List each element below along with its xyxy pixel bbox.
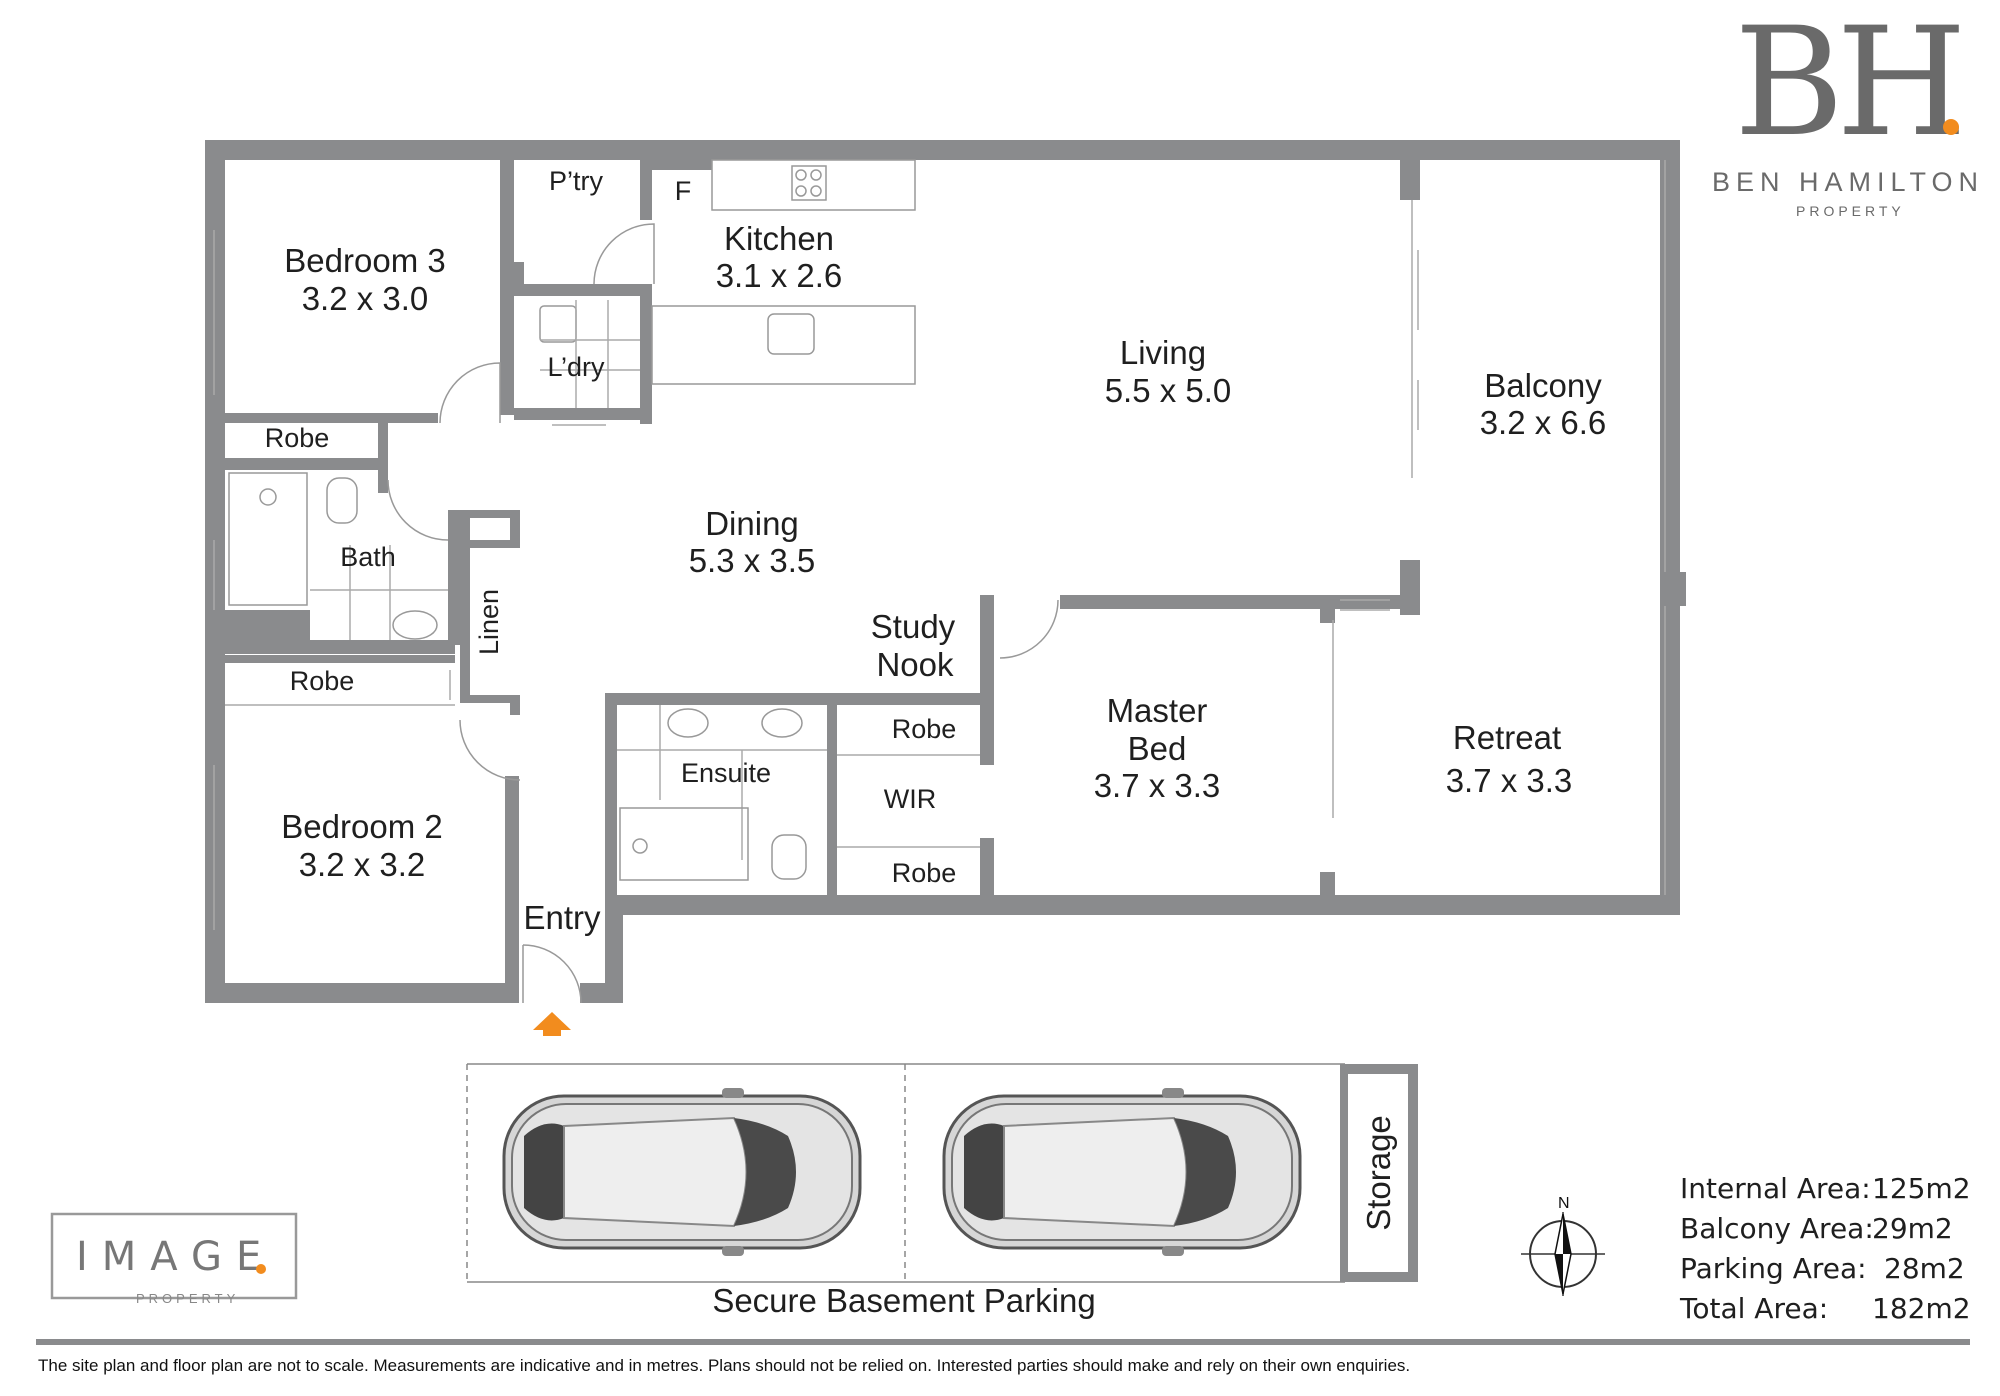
- label-study-nook: Nook: [876, 646, 954, 683]
- label-bedroom2: Bedroom 2: [281, 808, 442, 845]
- area-value: 29m2: [1872, 1212, 1953, 1245]
- area-label: Parking Area:: [1680, 1252, 1867, 1285]
- car-icon: [502, 1088, 862, 1256]
- area-value: 125m2: [1872, 1172, 1971, 1205]
- kitchen-fixtures: [539, 159, 916, 426]
- area-value: 182m2: [1872, 1292, 1971, 1325]
- label-balcony-size: 3.2 x 6.6: [1480, 404, 1607, 441]
- label-storage: Storage: [1360, 1115, 1397, 1231]
- doors: [387, 200, 1419, 1004]
- label-laundry: L’dry: [547, 352, 605, 382]
- footer-divider: [36, 1339, 1970, 1345]
- label-robe-wir-top: Robe: [892, 714, 957, 744]
- parking-area: Storage Secure Basement Parking: [466, 1063, 1418, 1319]
- label-robe-wir-bottom: Robe: [892, 858, 957, 888]
- area-value: 28m2: [1884, 1252, 1965, 1285]
- area-label: Balcony Area:: [1680, 1212, 1874, 1245]
- label-wir: WIR: [884, 784, 936, 814]
- label-bath: Bath: [340, 542, 396, 572]
- windows: [213, 160, 1666, 930]
- logo-subtitle: PROPERTY: [1796, 203, 1905, 219]
- label-master: Master: [1107, 692, 1208, 729]
- image-property-logo: IMAGE PROPERTY: [50, 1212, 298, 1306]
- logo-name: BEN HAMILTON: [1712, 167, 1984, 197]
- logo-accent-dot: [1943, 119, 1959, 135]
- label-bedroom3: Bedroom 3: [284, 242, 445, 279]
- label-parking: Secure Basement Parking: [712, 1282, 1095, 1319]
- label-study: Study: [871, 608, 956, 645]
- label-robe-bedroom3: Robe: [265, 423, 330, 453]
- label-retreat-size: 3.7 x 3.3: [1446, 762, 1573, 799]
- logo-monogram: BH: [1734, 0, 1959, 170]
- room-labels: Bedroom 3 3.2 x 3.0 P’try F Kitchen 3.1 …: [265, 166, 1607, 936]
- ben-hamilton-logo: BH BEN HAMILTON PROPERTY: [1712, 0, 1984, 219]
- label-linen: Linen: [474, 589, 504, 655]
- label-robe-bedroom2: Robe: [290, 666, 355, 696]
- image-logo-subtitle: PROPERTY: [136, 1291, 239, 1306]
- label-kitchen: Kitchen: [724, 220, 834, 257]
- label-pantry: P’try: [549, 166, 604, 196]
- area-label: Total Area:: [1679, 1292, 1828, 1325]
- compass-icon: N: [1521, 1195, 1605, 1296]
- ensuite-fixtures: [225, 670, 980, 881]
- entry-arrow-icon: [533, 1012, 571, 1036]
- label-bedroom3-size: 3.2 x 3.0: [302, 280, 429, 317]
- label-master-bed: Bed: [1128, 730, 1187, 767]
- label-master-size: 3.7 x 3.3: [1094, 767, 1221, 804]
- label-balcony: Balcony: [1484, 367, 1602, 404]
- bathroom-fixtures: [228, 472, 448, 640]
- compass-north-label: N: [1558, 1195, 1570, 1212]
- area-summary: Internal Area: 125m2 Balcony Area: 29m2 …: [1679, 1172, 1971, 1325]
- label-bedroom2-size: 3.2 x 3.2: [299, 846, 426, 883]
- label-ensuite: Ensuite: [681, 758, 771, 788]
- area-label: Internal Area:: [1680, 1172, 1871, 1205]
- label-dining-size: 5.3 x 3.5: [689, 542, 816, 579]
- label-fridge: F: [675, 176, 692, 206]
- disclaimer-text: The site plan and floor plan are not to …: [38, 1356, 1410, 1375]
- image-logo-accent-dot: [256, 1264, 266, 1274]
- label-living-size: 5.5 x 5.0: [1105, 372, 1232, 409]
- image-logo-name: IMAGE: [76, 1234, 275, 1280]
- car-icon: [942, 1088, 1302, 1256]
- label-dining: Dining: [705, 505, 799, 542]
- label-kitchen-size: 3.1 x 2.6: [716, 257, 843, 294]
- label-living: Living: [1120, 334, 1206, 371]
- label-retreat: Retreat: [1453, 719, 1561, 756]
- label-entry: Entry: [523, 899, 601, 936]
